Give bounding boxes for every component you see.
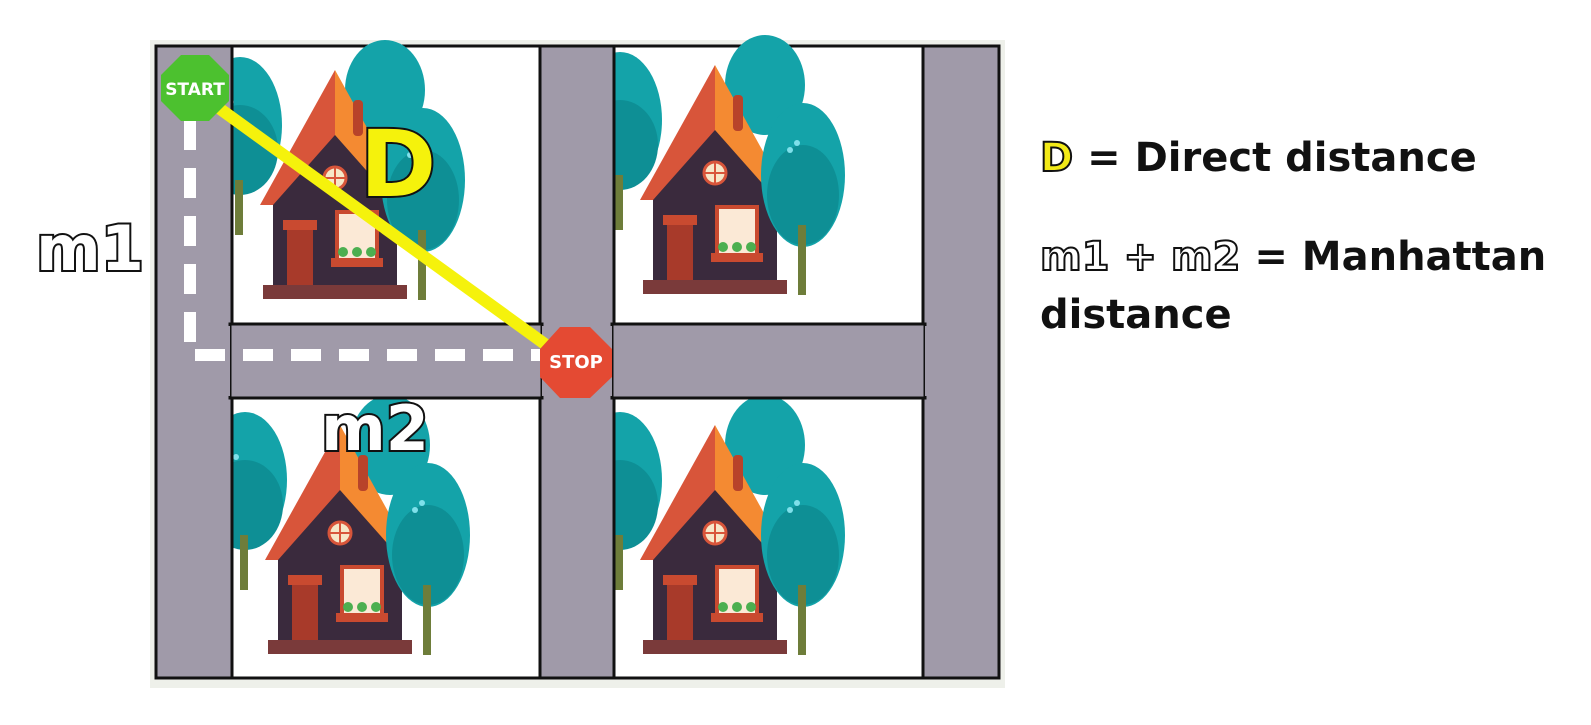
legend-manhattan-distance: m1 + m2 = Manhattan distance: [1039, 228, 1560, 344]
legend-direct-text: = Direct distance: [1087, 135, 1477, 181]
legend-manhattan-text: = Manhattan: [1254, 234, 1547, 280]
legend-direct-distance: D = Direct distance: [1039, 130, 1477, 186]
legend-direct-symbol: D: [1039, 134, 1074, 182]
direct-distance-line: [199, 92, 566, 361]
start-sign-label: START: [165, 80, 225, 100]
road-horizontal-right: [610, 322, 927, 400]
legend-m2: m2: [1170, 233, 1242, 281]
m1-label: m1: [36, 212, 144, 285]
m2-label: m2: [321, 392, 429, 465]
start-sign: START: [161, 55, 229, 121]
stop-sign-label: STOP: [549, 352, 603, 373]
stop-sign: STOP: [540, 327, 612, 398]
direct-distance-label: D: [360, 111, 436, 218]
legend-plus: +: [1122, 233, 1157, 281]
legend-manhattan-text-2: distance: [1040, 292, 1232, 338]
legend-m1: m1: [1039, 233, 1111, 281]
